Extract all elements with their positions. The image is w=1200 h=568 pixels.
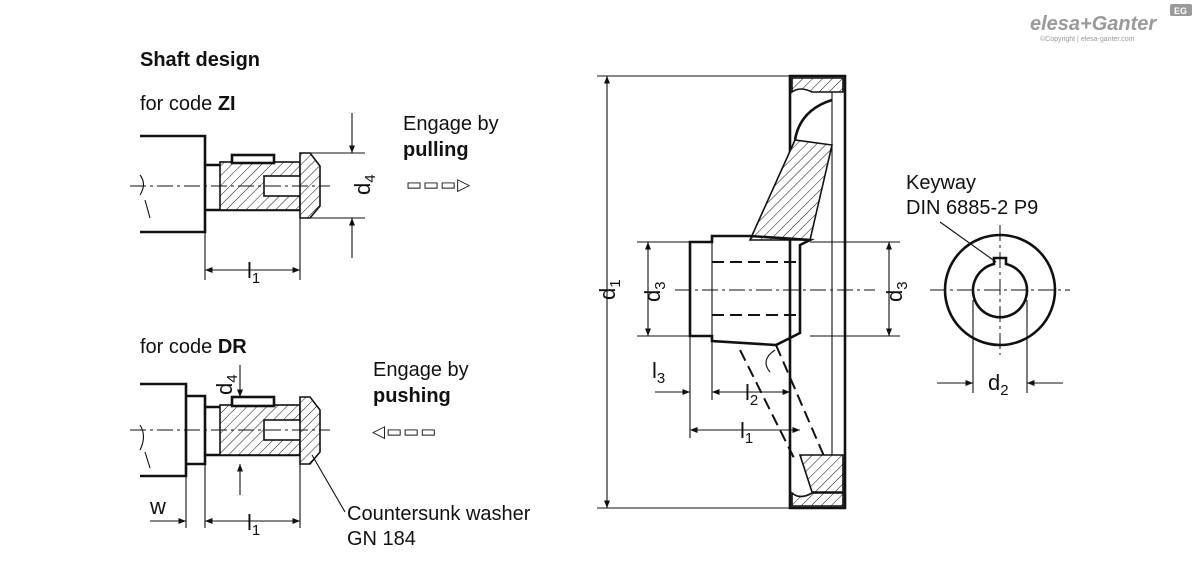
- brand-logo: elesa+Ganter EG ©Copyright | elesa-gante…: [1030, 4, 1192, 43]
- brand-logo-text: elesa+Ganter: [1030, 13, 1157, 35]
- code-zi-label: for code ZI: [140, 93, 236, 115]
- brand-badge: EG: [1174, 6, 1187, 16]
- dim-d3-left: d3: [640, 281, 669, 302]
- pull-direction-arrow-icon: ▭▭▭▷: [406, 175, 471, 195]
- brand-badge-box: [1170, 4, 1192, 16]
- dim-l3: l3: [652, 358, 665, 387]
- keyway-label-line2: DIN 6885-2 P9: [906, 197, 1038, 219]
- dim-w-dr: w: [149, 494, 166, 519]
- engage-pushing-line2: pushing: [373, 385, 451, 407]
- dim-l2: l2: [745, 380, 758, 409]
- dim-l1-wheel: l1: [740, 418, 753, 447]
- engage-pulling-line1: Engage by: [403, 113, 499, 135]
- shaft-dr-drawing: [130, 365, 346, 528]
- dim-l1-zi: l1: [247, 258, 260, 287]
- code-dr-label: for code DR: [140, 336, 247, 358]
- washer-label-line2: GN 184: [347, 528, 416, 550]
- brand-copyright: ©Copyright | elesa-ganter.com: [1040, 35, 1135, 43]
- keyway-end-view: [930, 221, 1070, 393]
- shaft-design-title: Shaft design: [140, 49, 260, 71]
- dim-d3-right: d3: [882, 281, 911, 302]
- dim-l1-dr: l1: [247, 510, 260, 539]
- push-direction-arrow-icon: ◁▭▭▭: [372, 422, 437, 442]
- dim-d4-dr: d4: [212, 374, 241, 395]
- keyway-label-line1: Keyway: [906, 172, 976, 194]
- engage-pushing-line1: Engage by: [373, 359, 469, 381]
- washer-label-line1: Countersunk washer: [347, 503, 531, 525]
- shaft-zi-drawing: [130, 113, 365, 280]
- dim-d2: d2: [988, 370, 1009, 399]
- dim-d1: d1: [595, 279, 624, 300]
- handwheel-section-drawing: [597, 74, 900, 510]
- engage-pulling-line2: pulling: [403, 139, 469, 161]
- dim-d4-zi: d4: [350, 174, 379, 195]
